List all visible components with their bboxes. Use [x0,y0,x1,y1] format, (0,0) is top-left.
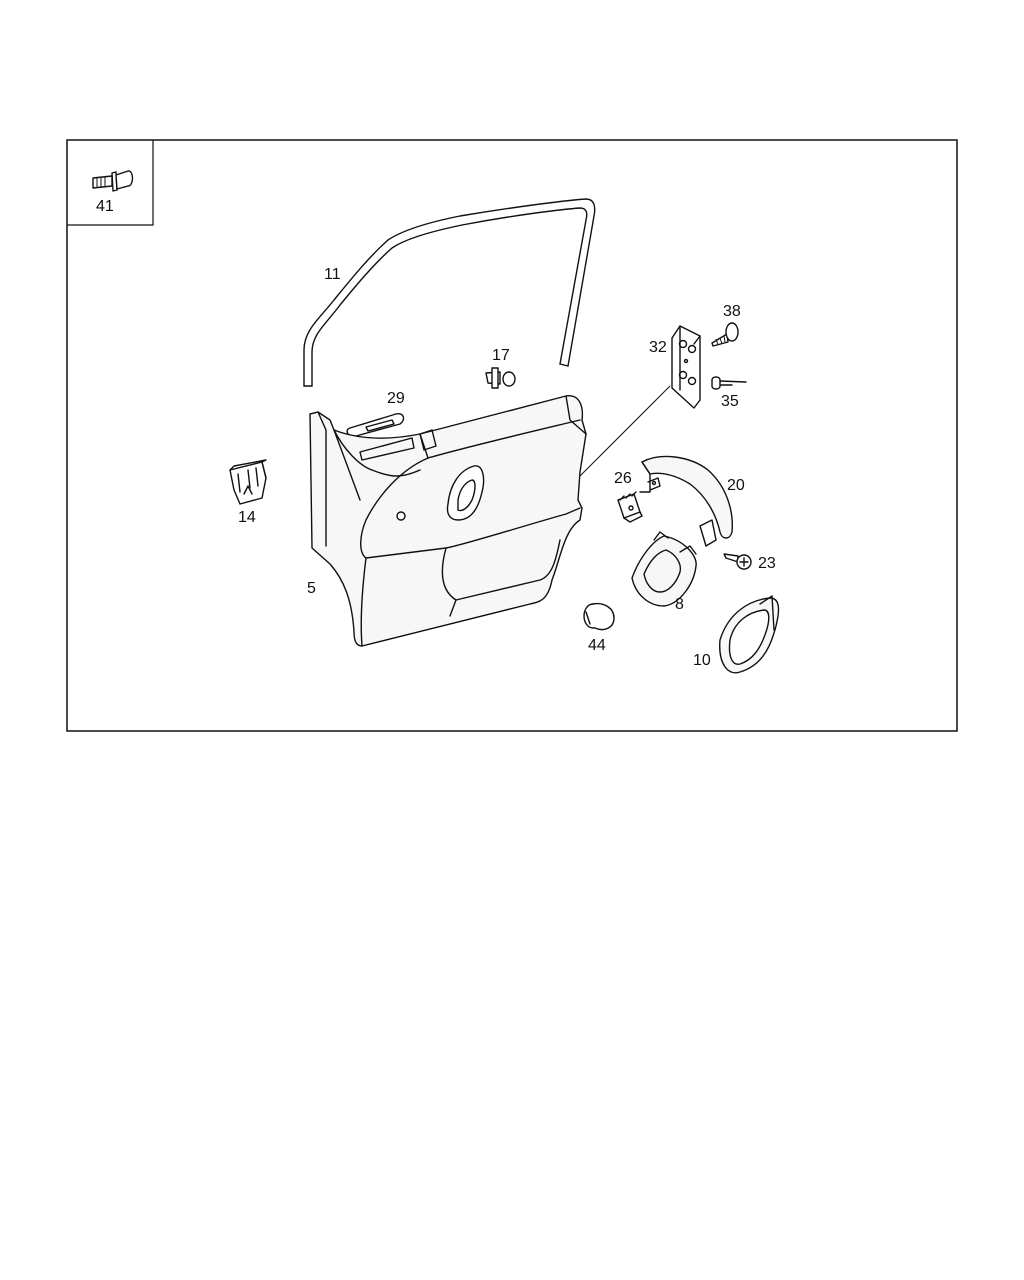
label-23: 23 [758,555,776,572]
label-41: 41 [96,198,114,215]
label-20: 20 [727,477,745,494]
part-44-plug [583,602,615,631]
part-11-window-seal [303,198,596,387]
label-14: 14 [238,509,256,526]
label-10: 10 [693,652,711,669]
part-14-clip [229,459,267,505]
label-35: 35 [721,393,739,410]
label-5: 5 [307,580,316,597]
label-44: 44 [588,637,606,654]
part-23-screw [723,553,752,570]
part-35-pin [711,376,747,390]
label-11: 11 [324,266,341,283]
part-38-screw [711,322,739,347]
diagram-border [66,139,958,732]
part-8-inner-handle [631,531,697,607]
inset-box [67,140,154,226]
label-38: 38 [723,303,741,320]
part-5-door-panel [309,395,587,647]
label-17: 17 [492,347,510,364]
part-29-switch [346,412,405,438]
label-26: 26 [614,470,632,487]
label-32: 32 [649,339,667,356]
part-41-bolt [92,170,134,192]
leader-line-32 [579,385,671,477]
part-17-clip [485,367,516,389]
part-10-bezel [719,595,780,674]
part-32-bracket [671,325,701,409]
part-20-handle-cover [639,455,733,547]
part-26-clip-nut [617,491,643,523]
label-8: 8 [675,596,684,613]
label-29: 29 [387,390,405,407]
